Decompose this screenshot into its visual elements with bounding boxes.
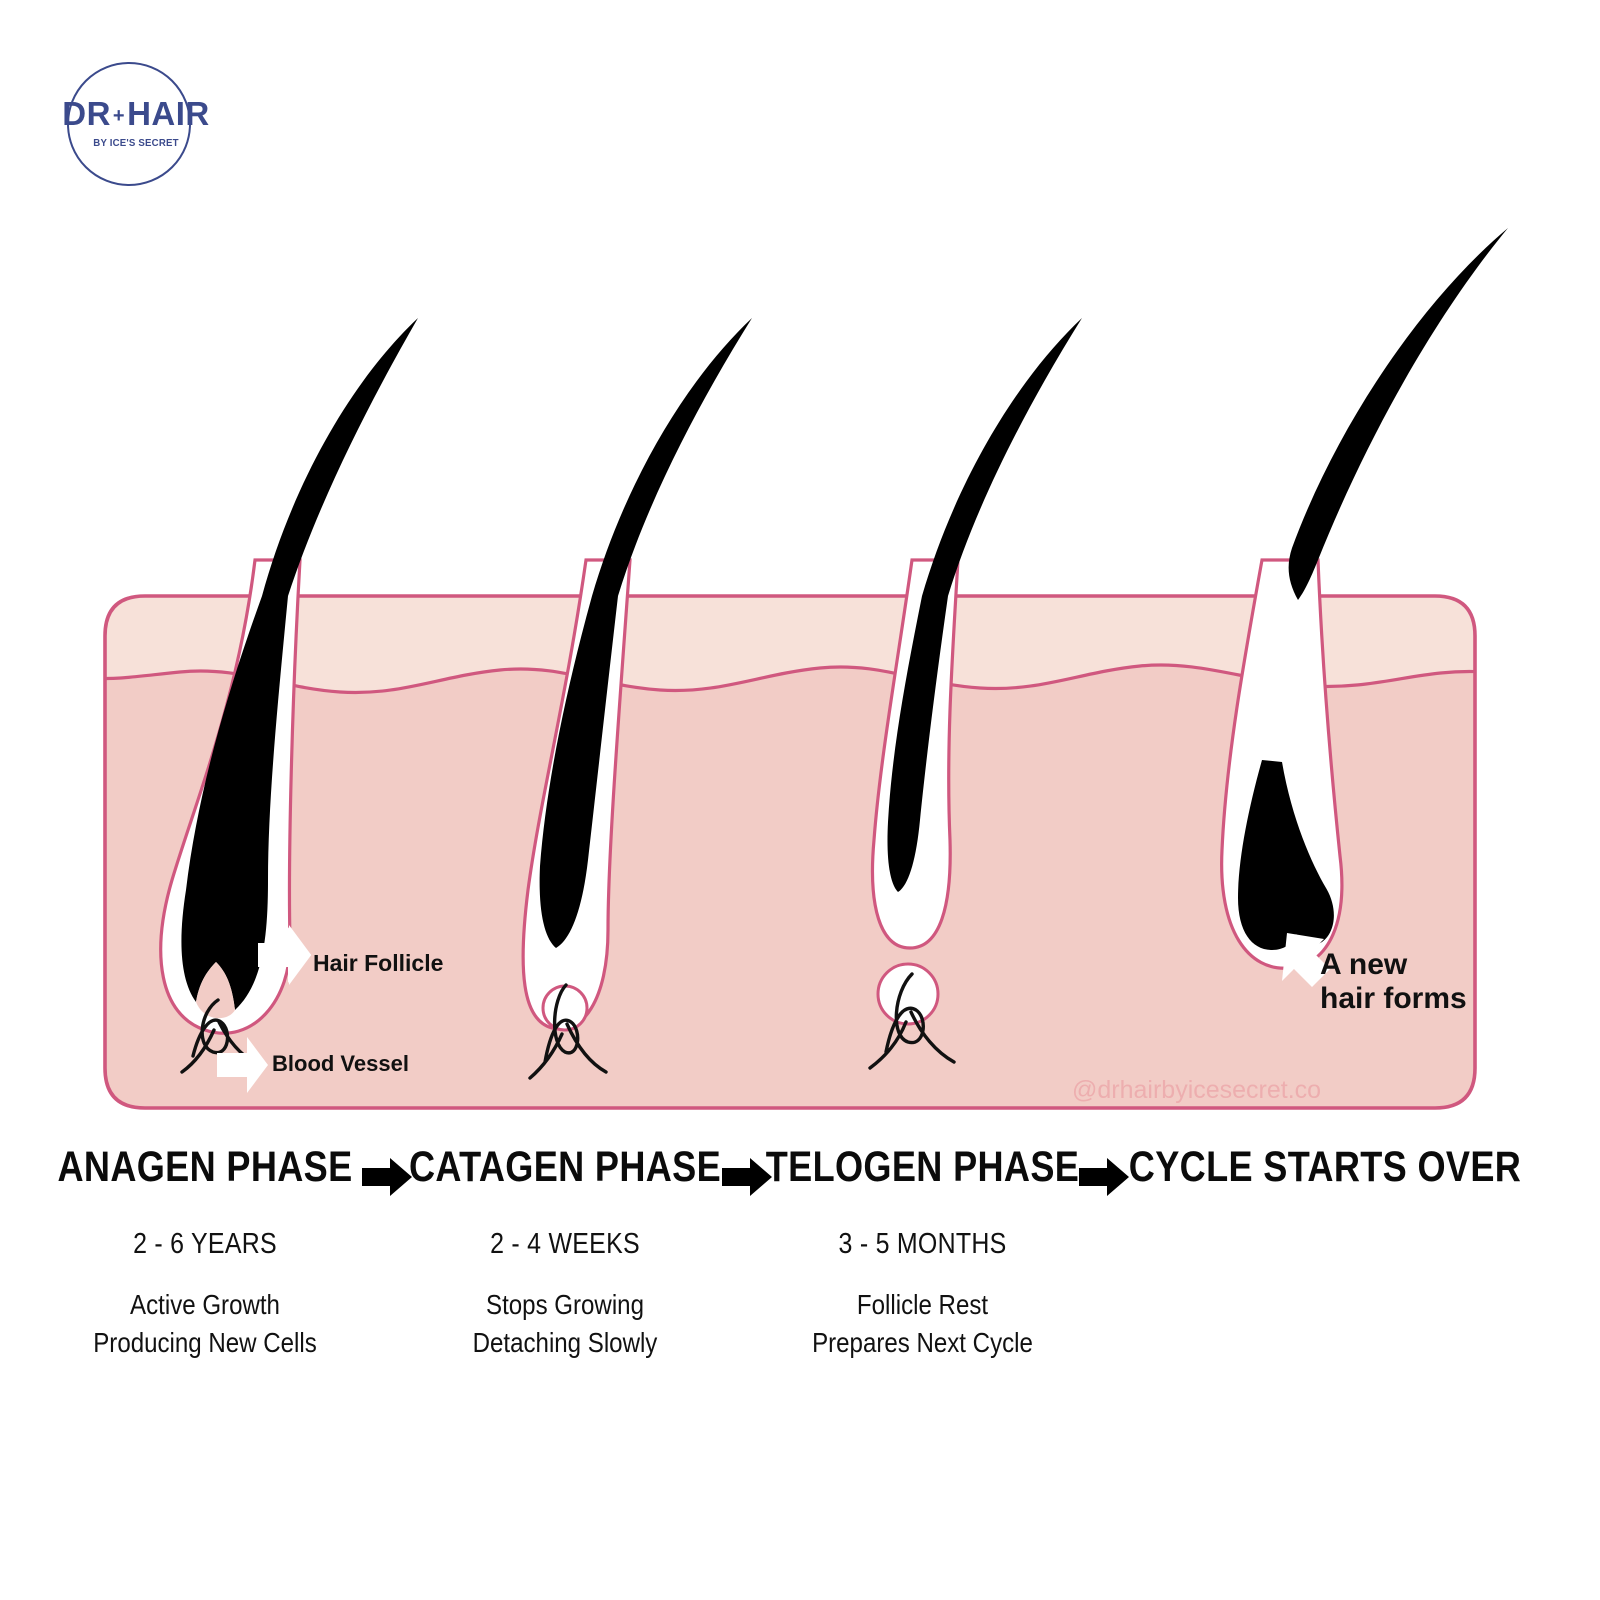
- phase-title-cycle-starts-over: CYCLE STARTS OVER: [1128, 1143, 1522, 1191]
- telogen-hair-shaft: [922, 318, 1082, 596]
- brand-logo: DR+HAIR BY ICE'S SECRET: [52, 58, 220, 198]
- phase-title-catagen: CATAGEN PHASE: [408, 1143, 722, 1191]
- logo-circle-icon: [67, 62, 191, 186]
- phase-duration-telogen: 3 - 5 MONTHS: [838, 1228, 1007, 1260]
- callout-new-hair-label: A new hair forms: [1320, 948, 1467, 1015]
- logo-name-dr: DR: [62, 95, 111, 132]
- telogen-dermal-papilla: [876, 962, 940, 1026]
- watermark: @drhairbyicesecret.co: [1072, 1076, 1322, 1104]
- phase-separator-arrow-3-icon: [1079, 1158, 1129, 1196]
- new-cycle-hair-bulb: [1238, 760, 1334, 950]
- blood-vessel-arrow-icon: [217, 1037, 268, 1093]
- telogen-hair-club-root: [887, 596, 948, 892]
- phase-separator-arrow-2-icon: [722, 1158, 772, 1196]
- logo-name-hair: HAIR: [127, 95, 210, 132]
- phase-duration-catagen: 2 - 4 WEEKS: [490, 1228, 640, 1260]
- follicle-telogen: [868, 318, 1082, 1070]
- catagen-blood-vessel: [528, 983, 608, 1080]
- skin-block-outline: [103, 594, 1477, 1110]
- new-cycle-hair-shaft: [1288, 228, 1508, 600]
- anagen-hair-bulb: [181, 596, 288, 1010]
- follicle-new-cycle: [1220, 228, 1508, 970]
- new-hair-arrow-icon: [1282, 933, 1330, 987]
- dermis-layer: [105, 596, 1475, 1108]
- telogen-blood-vessel: [868, 972, 956, 1070]
- follicle-anagen: [159, 318, 418, 1074]
- phase-title-telogen: TELOGEN PHASE: [765, 1143, 1080, 1191]
- epidermis-layer: [105, 596, 1475, 693]
- phase-duration-anagen: 2 - 6 YEARS: [133, 1228, 277, 1260]
- anagen-dermal-papilla: [196, 962, 235, 1019]
- phase-strip: ANAGEN PHASE CATAGEN PHASE TELOGEN PHASE…: [0, 1143, 1600, 1203]
- follicle-catagen: [521, 318, 752, 1080]
- phase-description-catagen: Stops Growing Detaching Slowly: [472, 1289, 658, 1359]
- anagen-hair-shaft: [262, 318, 418, 596]
- catagen-hair-shaft: [592, 318, 752, 596]
- phase-description-telogen: Follicle Rest Prepares Next Cycle: [812, 1289, 1033, 1359]
- phase-title-anagen: ANAGEN PHASE: [57, 1143, 353, 1191]
- logo-tagline: BY ICE'S SECRET: [93, 137, 179, 149]
- callout-blood-vessel-label: Blood Vessel: [272, 1051, 409, 1076]
- hair-follicle-arrow-shape: [258, 927, 309, 983]
- callout-hair-follicle-label: Hair Follicle: [313, 950, 444, 976]
- phase-separator-arrow-1-icon: [362, 1158, 412, 1196]
- logo-wordmark: DR+HAIR: [52, 97, 220, 130]
- catagen-dermal-papilla: [541, 984, 589, 1032]
- phase-description-anagen: Active Growth Producing New Cells: [93, 1289, 317, 1359]
- catagen-hair-club-root: [539, 596, 618, 948]
- logo-plus-icon: +: [112, 105, 126, 127]
